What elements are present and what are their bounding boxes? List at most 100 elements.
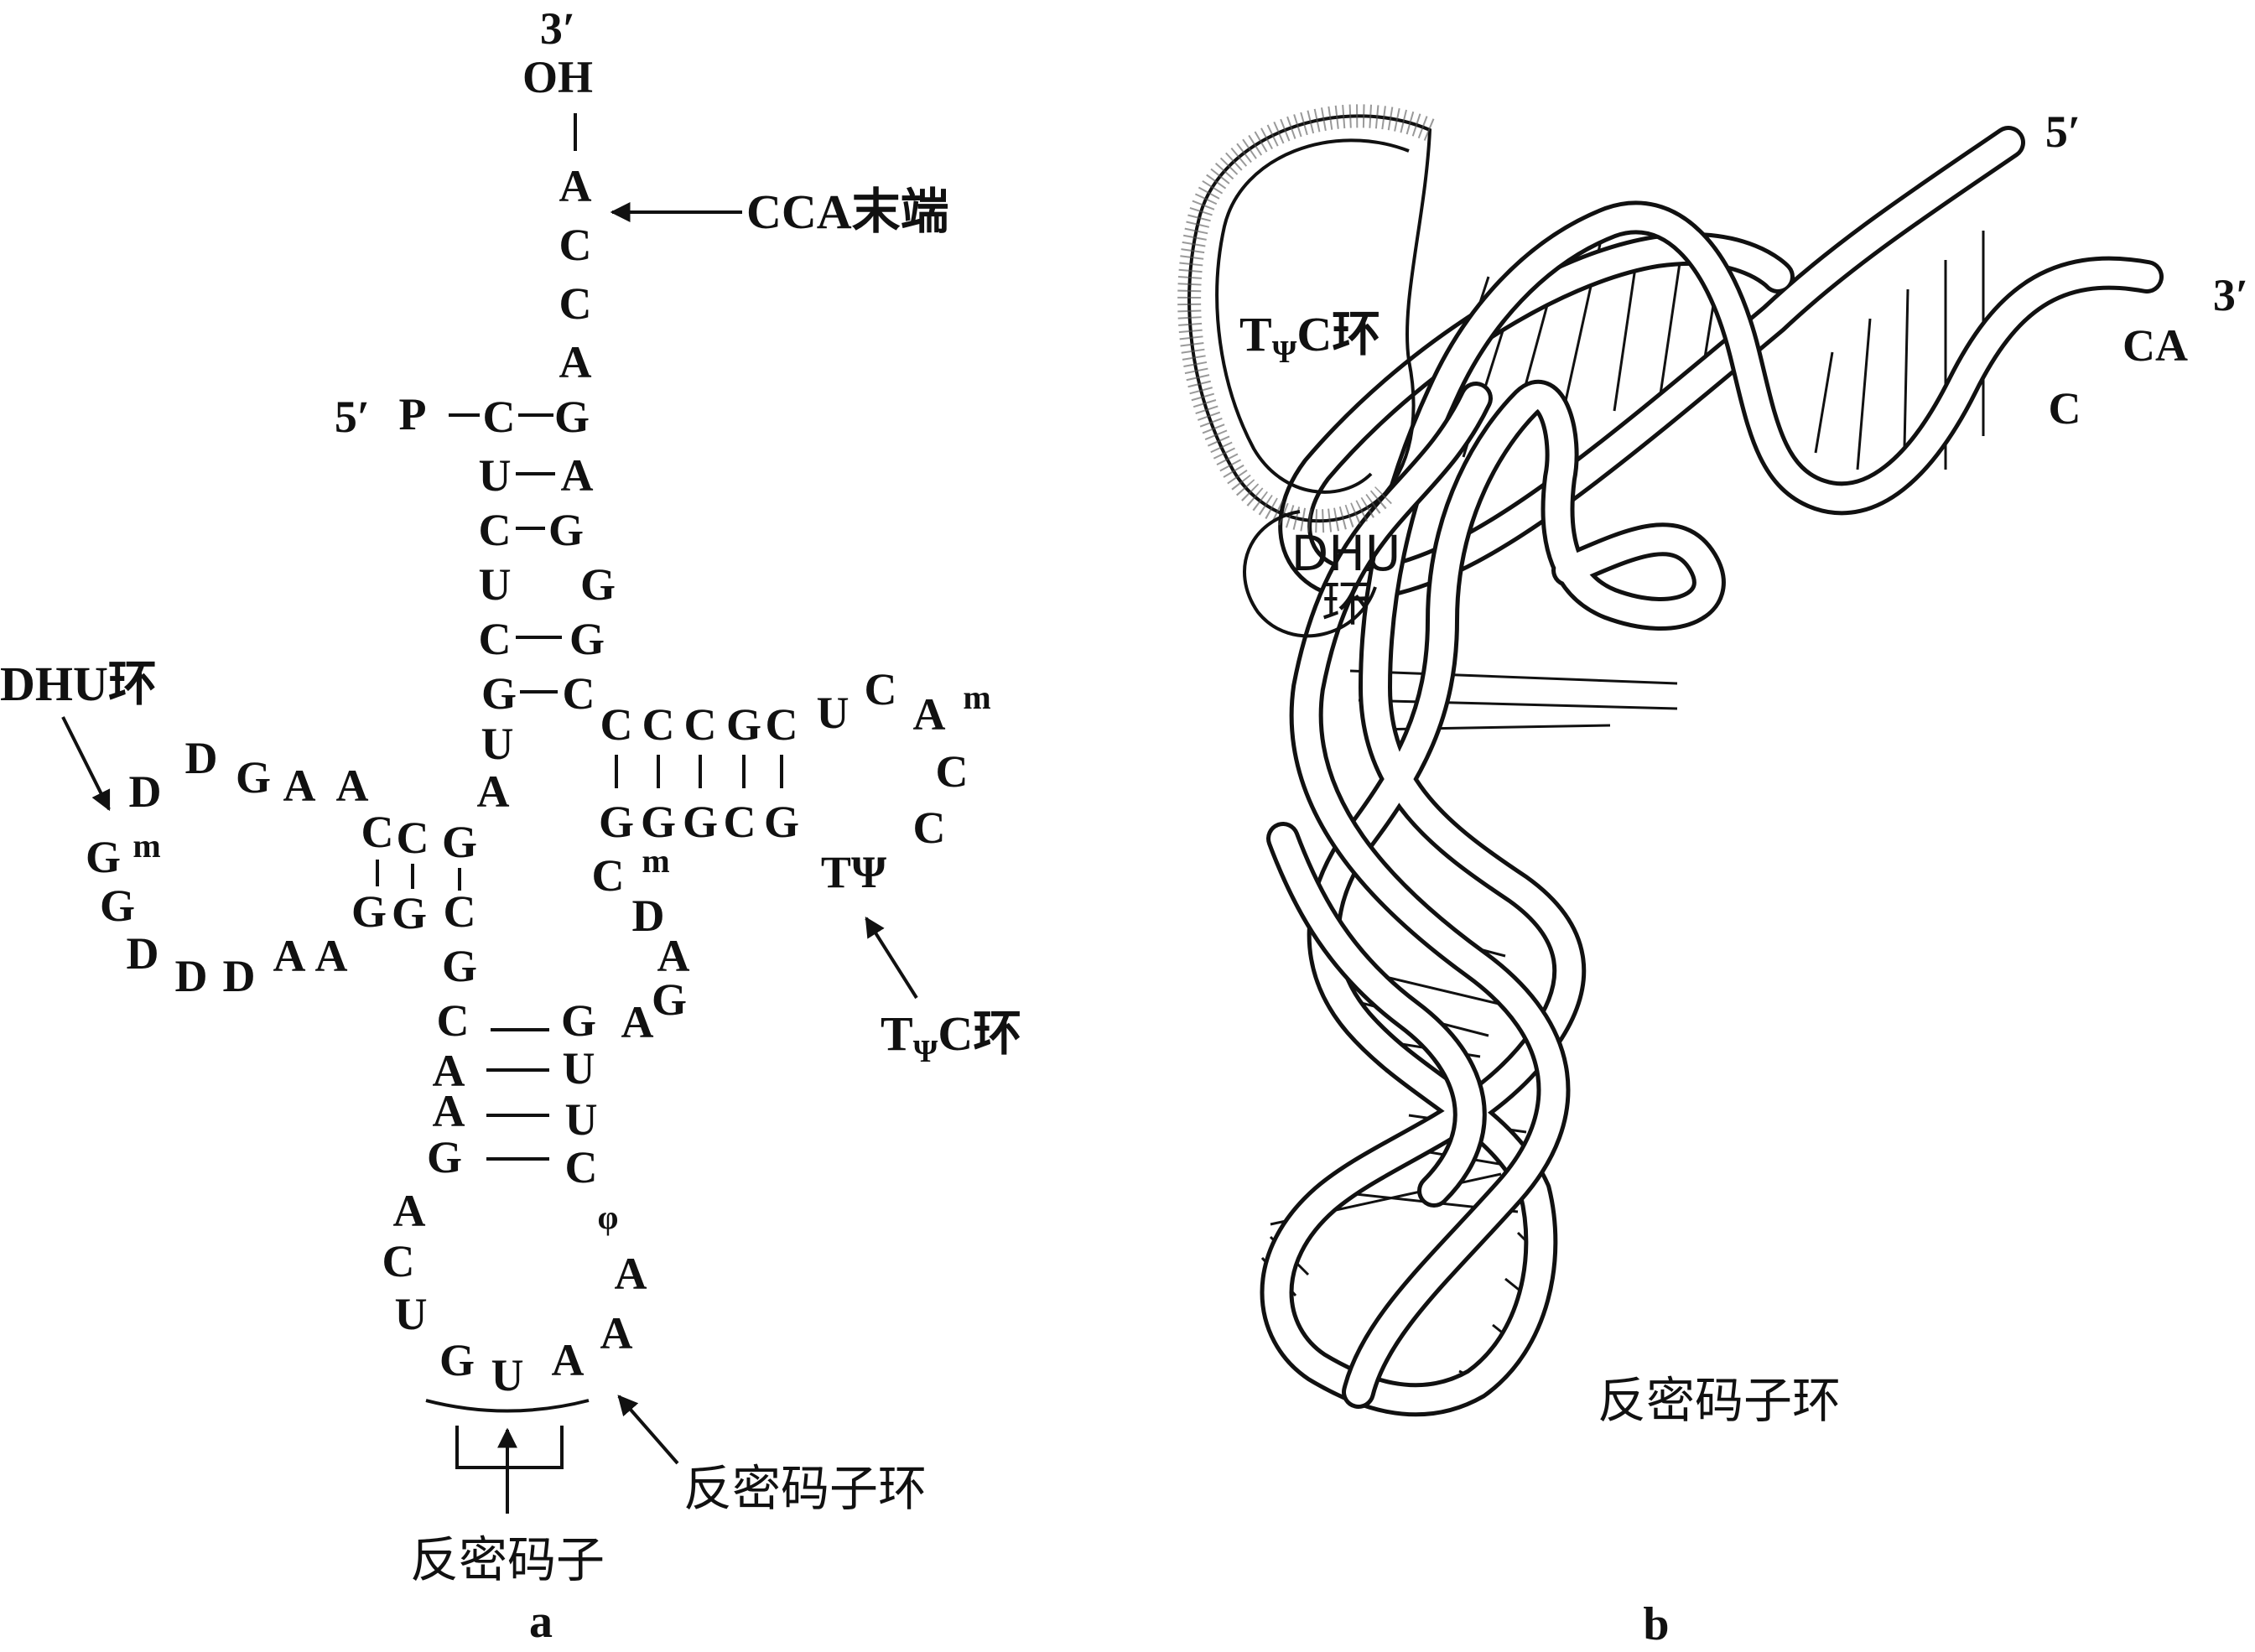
stem-nucleotide: G bbox=[481, 668, 517, 719]
anticodon-loop-arrow bbox=[617, 1395, 679, 1465]
dhu-loop-modification: m bbox=[132, 827, 160, 865]
anticodon-stem-nucleotide: C bbox=[565, 1142, 598, 1192]
anticodon-stem-nucleotide: A bbox=[433, 1086, 465, 1136]
acceptor-tail: A C C A bbox=[559, 161, 592, 387]
pseudouridine-symbol: φ bbox=[598, 1198, 619, 1236]
dhu-loop-nucleotide: D bbox=[175, 951, 208, 1001]
anticodon-base: A bbox=[552, 1335, 585, 1385]
tpsic-stem-nucleotide: C bbox=[684, 699, 717, 750]
tail-nucleotide: A bbox=[559, 161, 592, 211]
anticodon-stem-nucleotide: U bbox=[563, 1043, 595, 1094]
tpsic-stem-nucleotide: C bbox=[766, 699, 798, 750]
stem-nucleotide: G bbox=[548, 505, 584, 555]
dhu-arm: C C G G G C D D G A A G m G D D D A A bbox=[86, 733, 477, 1001]
variable-loop-nucleotide: C bbox=[592, 850, 625, 901]
oh-label: OH bbox=[522, 52, 593, 102]
ribbon-backbone bbox=[1260, 126, 2164, 1417]
anticodon-loop: A C U G U A A A φ bbox=[382, 1186, 647, 1400]
tpsic-stem-nucleotide: C bbox=[600, 699, 633, 750]
tpsic-loop-nucleotide: C bbox=[865, 664, 897, 714]
anticodon-label: 反密码子 bbox=[410, 1531, 605, 1588]
dhu-stem-nucleotide: G bbox=[442, 817, 477, 867]
anticodon-loop-label: 反密码子环 bbox=[683, 1460, 927, 1517]
tail-nucleotide: C bbox=[559, 220, 592, 270]
anticodon-loop-nucleotide: A bbox=[615, 1249, 647, 1299]
dhu-loop-nucleotide: A bbox=[283, 761, 316, 811]
tail-nucleotide: C bbox=[559, 278, 592, 329]
anticodon-arc bbox=[425, 1399, 590, 1413]
stem-nucleotide: C bbox=[483, 392, 516, 442]
variable-loop: C m D A G A bbox=[592, 842, 690, 1047]
dhu-stem-nucleotide: C bbox=[444, 886, 476, 937]
tpsic-stem-nucleotide: G bbox=[726, 699, 761, 750]
anticodon-loop-nucleotide: C bbox=[382, 1236, 415, 1286]
anticodon-stem: C A A G G U U C bbox=[427, 995, 598, 1192]
tpsic-stem-nucleotide: C bbox=[724, 797, 756, 847]
stem-nucleotide: C bbox=[479, 505, 512, 555]
panel-a-cloverleaf: 3′ OH A C C A CCA末端 5′ P C U C U C G G A… bbox=[0, 3, 1021, 1648]
junction-a: A bbox=[477, 766, 510, 817]
tpsic-stem-nucleotide: C bbox=[642, 699, 675, 750]
variable-loop-nucleotide: G bbox=[652, 974, 687, 1025]
anticodon-stem-nucleotide: U bbox=[565, 1094, 598, 1145]
anticodon-stem-nucleotide: C bbox=[437, 995, 470, 1046]
three-prime-label-b: 3′ bbox=[2213, 270, 2248, 320]
anticodon-loop-nucleotide: U bbox=[395, 1289, 428, 1339]
dhu-loop-nucleotide: D bbox=[185, 733, 218, 783]
tpsi-sequence: TΨ bbox=[821, 847, 886, 897]
five-prime-label-b: 5′ bbox=[2045, 106, 2081, 157]
phosphate-label: P bbox=[399, 389, 427, 439]
panel-b-label: b bbox=[1643, 1598, 1669, 1650]
cca-end-label: CCA末端 bbox=[746, 184, 949, 239]
dhu-loop-label: DHU环 bbox=[0, 657, 157, 711]
anticodon-stem-nucleotide: G bbox=[561, 995, 596, 1046]
tpsic-loop-arrow bbox=[865, 916, 918, 1000]
dhu-loop-nucleotide: A bbox=[273, 931, 306, 981]
anticodon-bracket bbox=[455, 1426, 564, 1469]
stem-nucleotide: C bbox=[479, 614, 512, 664]
tpsic-loop-label-b: TΨC环 bbox=[1239, 307, 1380, 370]
tpsic-arm: C C C G C G G G C G U C A m C C TΨ bbox=[599, 664, 991, 897]
dhu-loop-nucleotide: G bbox=[236, 752, 271, 803]
tpsic-stem-nucleotide: G bbox=[764, 797, 799, 847]
dhu-stem-nucleotide: G bbox=[392, 888, 427, 938]
dhu-loop-nucleotide: D bbox=[129, 766, 162, 817]
tpsic-loop-modification: m bbox=[963, 678, 990, 716]
dhu-loop-nucleotide: D bbox=[223, 951, 256, 1001]
c-label-b: C bbox=[2049, 383, 2081, 434]
anticodon-base: U bbox=[491, 1350, 524, 1400]
variable-loop-nucleotide: A bbox=[621, 997, 654, 1047]
tpsic-loop-nucleotide: C bbox=[913, 803, 946, 853]
tpsic-loop-nucleotide: C bbox=[936, 746, 969, 797]
tpsic-loop-label: TΨC环 bbox=[881, 1006, 1021, 1069]
tpsic-loop-nucleotide: A bbox=[913, 689, 946, 740]
stem-nucleotide: G bbox=[569, 614, 605, 664]
tail-nucleotide: A bbox=[559, 337, 592, 387]
stem-nucleotide: G bbox=[580, 559, 616, 610]
tpsic-loop-nucleotide: U bbox=[817, 688, 850, 738]
variable-loop-nucleotide: A bbox=[657, 931, 690, 981]
dhu-stem-nucleotide: C bbox=[361, 807, 394, 857]
dhu-loop-arrow bbox=[61, 716, 111, 812]
dhu-label-b-line2: 环 bbox=[1322, 575, 1370, 632]
stem-nucleotide: G bbox=[554, 392, 590, 442]
junction-u: U bbox=[481, 719, 514, 769]
stem-nucleotide: U bbox=[479, 559, 512, 610]
d-anticodon-connector: G bbox=[442, 941, 477, 991]
five-prime-label: 5′ bbox=[335, 392, 370, 442]
tpsic-stem-nucleotide: G bbox=[599, 797, 634, 847]
dhu-stem-nucleotide: G bbox=[351, 886, 387, 937]
dhu-stem-nucleotide: C bbox=[397, 813, 429, 863]
variable-loop-modification: m bbox=[642, 842, 669, 880]
panel-a-label: a bbox=[529, 1596, 553, 1648]
acceptor-stem: C U C U C G G A G G G C bbox=[479, 392, 616, 719]
tpsic-stem-nucleotide: G bbox=[683, 797, 718, 847]
dhu-loop-ribbon bbox=[1243, 510, 1377, 638]
dhu-loop-nucleotide: G bbox=[100, 881, 135, 931]
dhu-loop-nucleotide: G bbox=[86, 832, 121, 882]
stem-nucleotide: A bbox=[561, 450, 594, 501]
panel-b-tertiary: TΨC环 DHU 环 5′ 3′ CA C 反密码子环 b bbox=[1177, 104, 2248, 1650]
variable-loop-nucleotide: D bbox=[632, 891, 665, 941]
anticodon-stem-nucleotide: A bbox=[433, 1046, 465, 1096]
